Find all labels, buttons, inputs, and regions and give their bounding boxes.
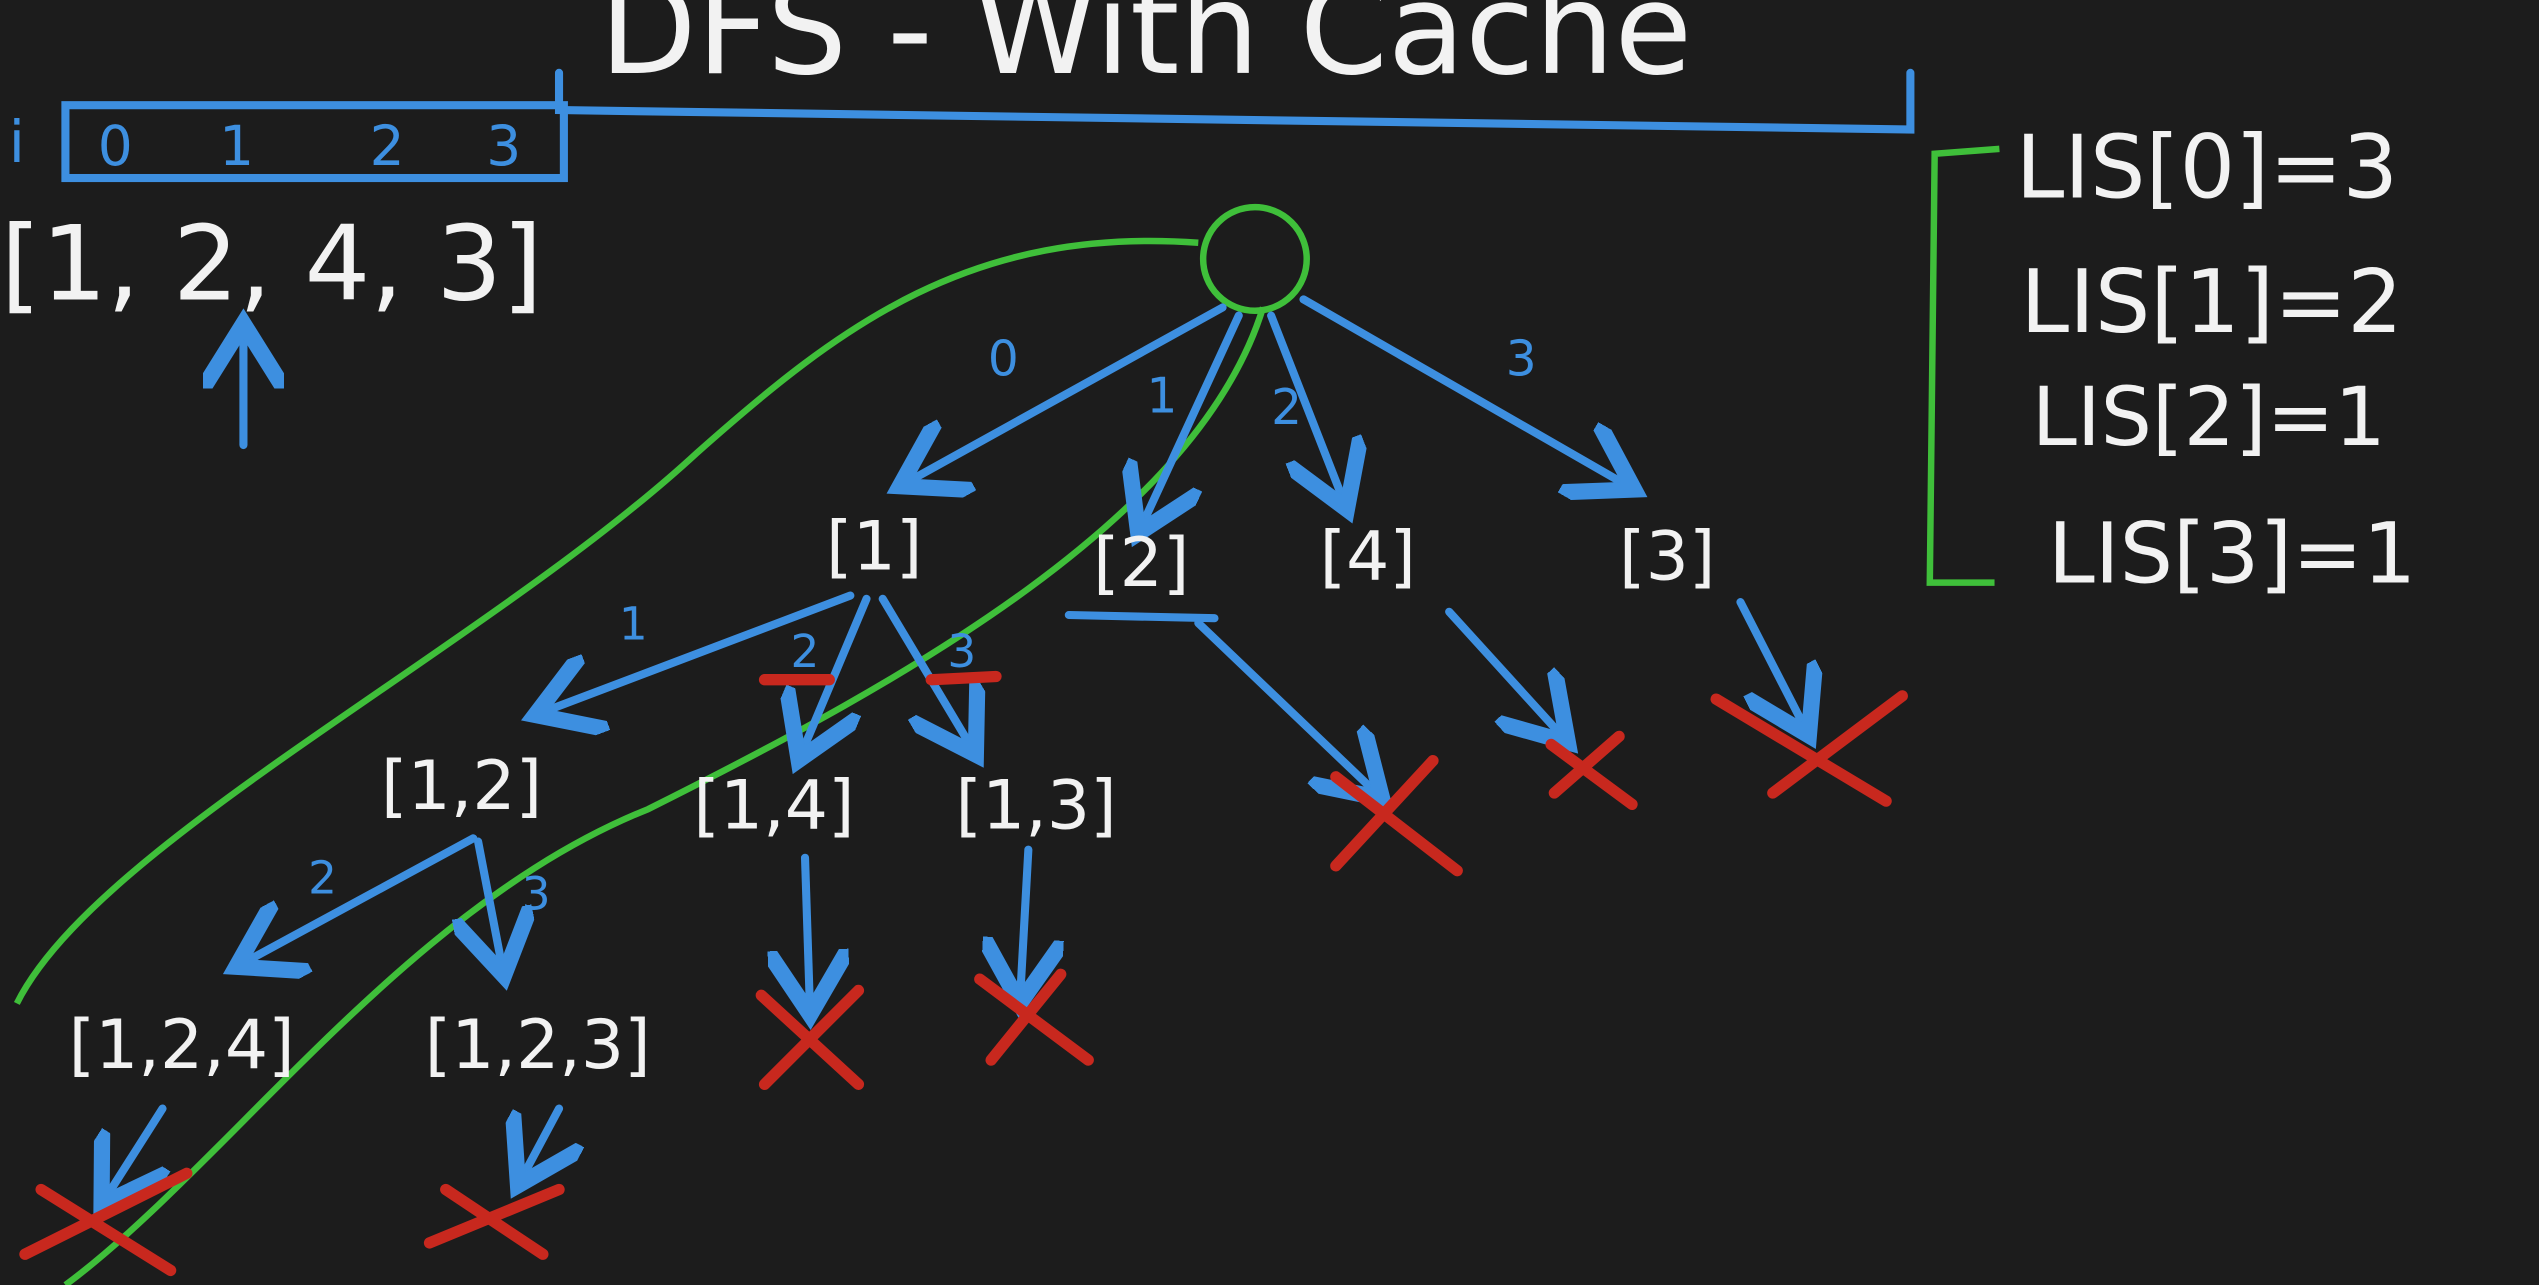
index-3: 3 — [486, 114, 521, 178]
node-3: [3] — [1619, 517, 1715, 596]
edge-label-1: 1 — [1147, 369, 1178, 425]
input-array: [1, 2, 4, 3] — [1, 204, 543, 324]
node-1: [1] — [826, 508, 922, 587]
dead-end-x-icon — [1545, 730, 1638, 811]
edge-label-1-2: 2 — [790, 625, 819, 678]
index-1: 1 — [219, 114, 254, 178]
dead-end-x-icon — [423, 1183, 565, 1260]
dead-end-x-icon — [755, 984, 865, 1090]
edge-label-1-3: 3 — [947, 625, 976, 678]
node-4: [4] — [1320, 517, 1416, 596]
edge-label-2-3: 3 — [522, 868, 551, 921]
cache-bracket — [1926, 145, 2000, 586]
edge-label-1-1: 1 — [619, 597, 648, 650]
title: DFS - With Cache — [599, 0, 1692, 103]
title-underline — [554, 68, 1915, 134]
cache-entry-3: LIS[3]=1 — [2048, 505, 2416, 603]
cache-entry-0: LIS[0]=3 — [2016, 116, 2398, 218]
index-0: 0 — [98, 114, 133, 178]
node-2: [2] — [1093, 524, 1189, 603]
index-2: 2 — [370, 114, 405, 178]
dead-end-x-icon — [974, 968, 1094, 1066]
edge-label-3: 3 — [1506, 331, 1537, 387]
edge-label-0: 0 — [988, 331, 1019, 387]
node-1-2-4: [1,2,4] — [69, 1006, 295, 1085]
dead-end-x-icon — [19, 1167, 193, 1277]
node-1-2-3: [1,2,3] — [425, 1006, 651, 1085]
node-1-2: [1,2] — [381, 747, 542, 826]
dead-end-x-icon — [1330, 754, 1463, 877]
node-1-3: [1,3] — [956, 767, 1117, 846]
edge-label-2-2: 2 — [308, 851, 337, 904]
index-box — [61, 101, 568, 183]
edge-label-2: 2 — [1271, 380, 1302, 436]
root-node — [1199, 203, 1310, 314]
node-1-4: [1,4] — [693, 767, 854, 846]
index-label: i — [9, 108, 25, 176]
dead-end-x-icon — [1710, 690, 1908, 807]
cache-entry-2: LIS[2]=1 — [2032, 371, 2386, 465]
cache-entry-1: LIS[1]=2 — [2020, 251, 2402, 353]
